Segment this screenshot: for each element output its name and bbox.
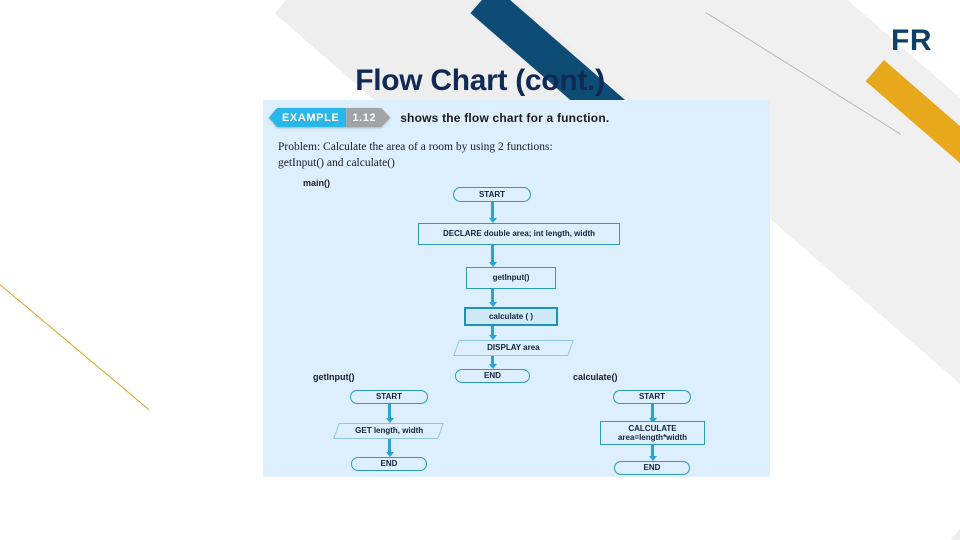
node-main-declare: DECLARE double area; int length, width [418,223,620,245]
arrow-getinput-1 [385,404,394,423]
arrow-calculate-1 [648,404,657,423]
arrow-main-5 [488,356,497,369]
content-panel: EXAMPLE 1.12 shows the flow chart for a … [263,100,770,477]
example-badge-row: EXAMPLE 1.12 shows the flow chart for a … [269,108,609,127]
flow-label-main: main() [303,178,330,188]
flow-label-calculate: calculate() [573,372,618,382]
node-calculate-title: CALCULATE [628,423,677,433]
arrow-main-1 [488,202,497,223]
brand-mark-fr: FR [891,24,932,57]
node-main-display-text: DISPLAY area [487,343,540,353]
node-getinput-get: GET length, width [333,423,444,439]
node-getinput-start: START [350,390,428,404]
node-getinput-get-text: GET length, width [354,426,423,436]
arrow-main-4 [488,326,497,340]
arrow-main-3 [488,289,497,307]
example-badge-number: 1.12 [346,108,390,127]
flow-label-getinput: getInput() [313,372,355,382]
problem-line-1: Problem: Calculate the area of a room by… [278,141,553,153]
arrow-getinput-2 [385,439,394,457]
arrow-calculate-2 [648,445,657,461]
example-badge: EXAMPLE 1.12 [269,108,390,127]
example-badge-caption: shows the flow chart for a function. [400,110,610,125]
node-main-start: START [453,187,531,202]
problem-statement: Problem: Calculate the area of a room by… [278,140,738,171]
node-getinput-end: END [351,457,427,471]
node-calculate-end: END [614,461,690,475]
node-calculate-start: START [613,390,691,404]
node-main-end: END [455,369,530,383]
node-main-getinput: getInput() [466,267,556,289]
example-badge-label: EXAMPLE [269,108,347,127]
arrow-main-2 [488,245,497,267]
node-main-calculate: calculate ( ) [464,307,558,326]
node-calculate-body: CALCULATE area=length*width [600,421,705,445]
page-title: Flow Chart (cont.) [355,64,605,97]
gold-hairline [0,284,150,411]
problem-line-2: getInput() and calculate() [278,156,395,169]
node-main-display: DISPLAY area [453,340,574,356]
node-calculate-expr: area=length*width [617,433,688,442]
